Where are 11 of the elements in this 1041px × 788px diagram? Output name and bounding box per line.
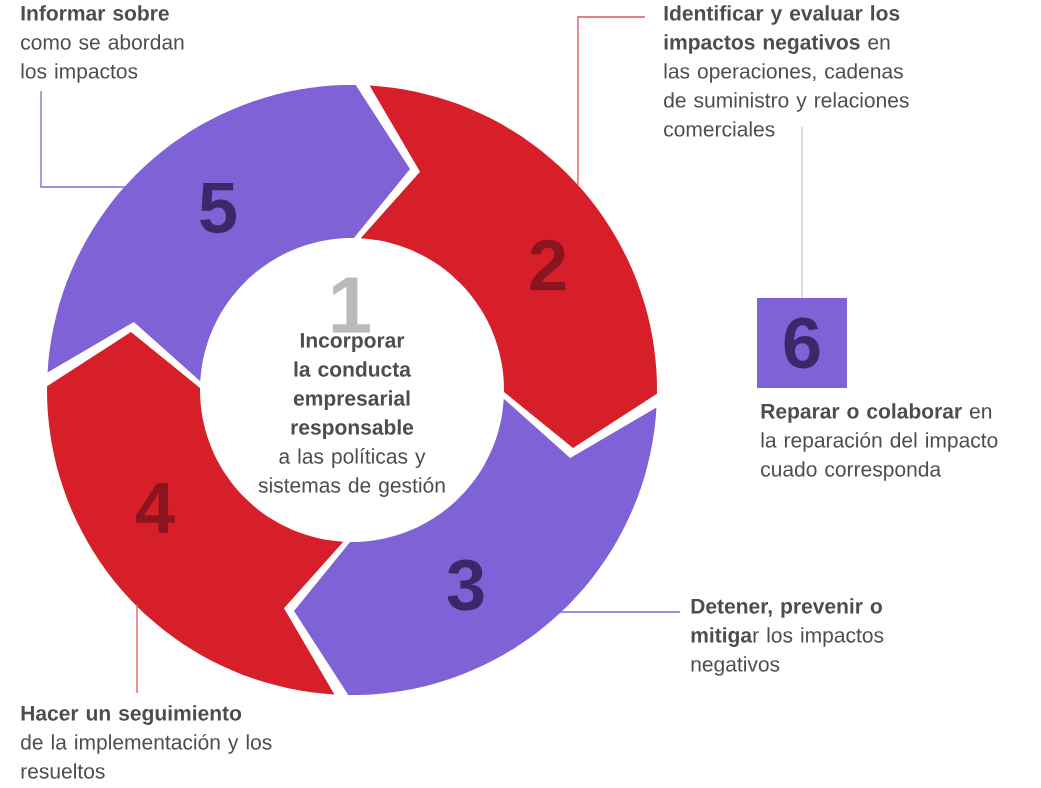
step-description: Hacer un seguimiento de la implementación y los resueltos	[21, 705, 272, 779]
leader-line	[801, 126, 803, 299]
leader-line	[136, 603, 138, 694]
leader-line	[559, 611, 681, 613]
step-description: Identificar y evaluar los impactos negativos en las operaciones, cadenas de suministro y relaciones comerciales	[664, 5, 909, 137]
number-box: 6	[757, 298, 847, 388]
step-description: Reparar o colaborar en la reparación del impacto cuado corresponda	[761, 403, 998, 481]
leader-line	[40, 90, 126, 188]
step-description: Detener, prevenir o mitigar los impactos negativos	[691, 598, 884, 676]
step-description: Informar sobre como se abordan los impactos	[21, 5, 184, 83]
leader-line	[577, 16, 646, 186]
